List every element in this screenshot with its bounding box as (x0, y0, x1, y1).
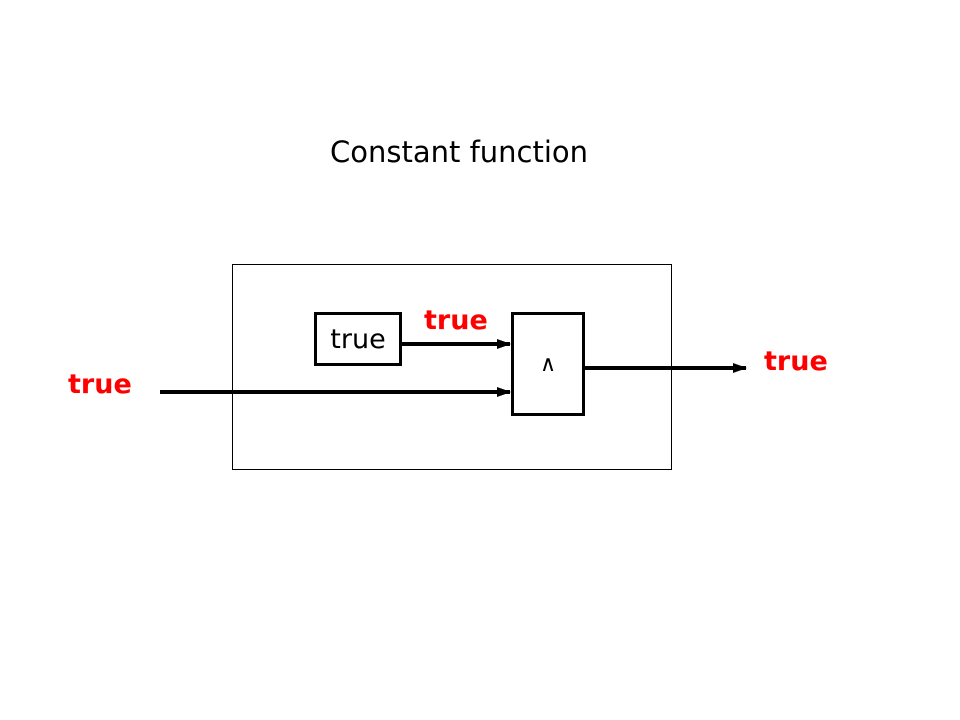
constant-true-box: true (314, 312, 402, 366)
diagram-title: Constant function (330, 135, 589, 169)
constant-box-label: true (330, 323, 386, 355)
output-signal-label: true (764, 346, 828, 377)
and-gate-symbol: ∧ (539, 351, 557, 377)
and-gate-box: ∧ (511, 312, 585, 416)
input-signal-label: true (68, 369, 132, 400)
constant-signal-label: true (424, 305, 488, 336)
